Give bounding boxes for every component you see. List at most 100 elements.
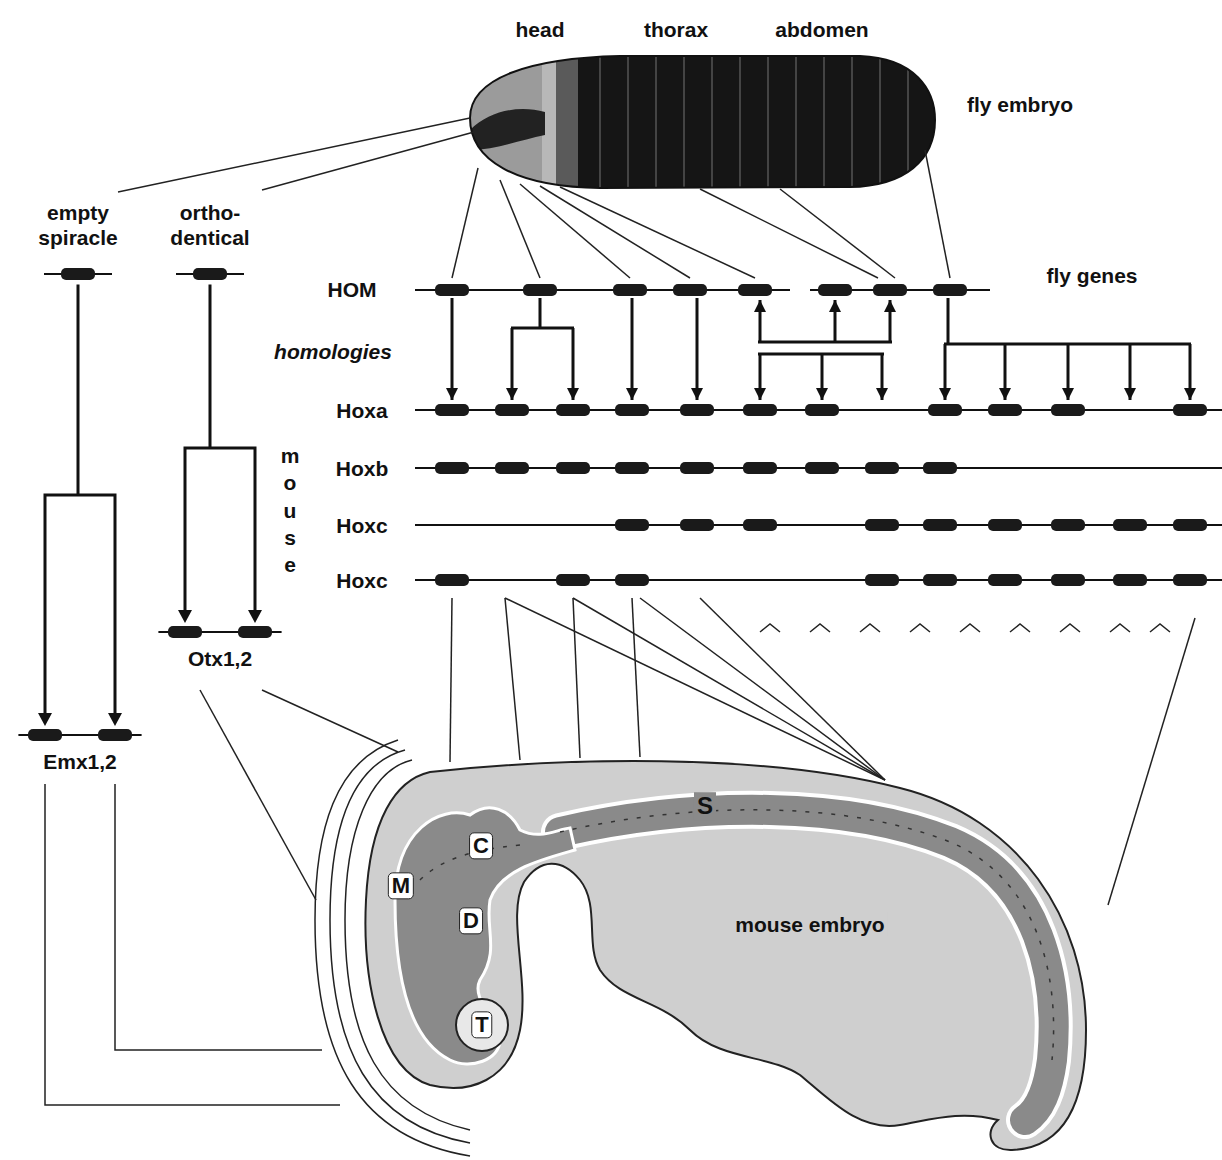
leader-lines	[118, 118, 950, 278]
leader-line	[780, 189, 895, 278]
text-label: HOM	[328, 278, 377, 302]
gene-bar	[680, 462, 714, 474]
gene-bar	[1113, 519, 1147, 531]
arrowhead	[178, 610, 192, 623]
gene-line	[415, 579, 1222, 581]
gene-bars	[152, 266, 268, 282]
gene-bar	[680, 519, 714, 531]
tick-marks	[760, 624, 1170, 632]
leader-line	[262, 132, 474, 190]
leader-line	[632, 598, 640, 757]
leader-line	[45, 784, 340, 1105]
homology-arrow	[821, 354, 824, 400]
neural-tube-border	[560, 810, 1054, 1120]
gene-bar	[865, 574, 899, 586]
leader-line	[540, 186, 690, 278]
gene-bar	[988, 519, 1022, 531]
leader-line	[505, 598, 520, 760]
gene-bar	[743, 404, 777, 416]
gene-bar	[613, 284, 647, 296]
fly-segments	[600, 50, 908, 195]
leader-line	[115, 784, 322, 1050]
region-letter: D	[459, 907, 483, 934]
gene-bar	[556, 574, 590, 586]
gene-bar	[435, 574, 469, 586]
neural-tube	[560, 810, 1054, 1120]
leader-line	[1108, 618, 1195, 905]
gene-bar	[873, 284, 907, 296]
homology-arrow	[1067, 344, 1070, 400]
gene-bars	[10, 727, 150, 743]
gene-bar	[865, 519, 899, 531]
leader-line	[450, 598, 452, 762]
homology-bracket	[511, 298, 574, 328]
eye	[456, 999, 508, 1051]
gene-bar	[435, 404, 469, 416]
gene-group: ortho- dentical	[152, 200, 268, 282]
gene-bar	[988, 574, 1022, 586]
gene-bar	[435, 462, 469, 474]
gene-bar	[523, 284, 557, 296]
text-label: abdomen	[775, 18, 868, 42]
gene-bar	[743, 462, 777, 474]
mouse-embryo	[365, 761, 1086, 1150]
leader-line	[500, 180, 540, 278]
leader-line	[200, 690, 316, 900]
leader-line	[925, 150, 950, 278]
homology-arrow	[572, 328, 575, 400]
gene-bar	[805, 404, 839, 416]
text-label: fly embryo	[967, 93, 1073, 117]
gene-bar	[865, 462, 899, 474]
text-label: thorax	[644, 18, 708, 42]
gene-bar	[923, 462, 957, 474]
gene-bar	[818, 284, 852, 296]
homology-bracket	[758, 342, 892, 354]
gene-bar	[988, 404, 1022, 416]
text-label: Hoxc	[336, 514, 387, 538]
gene-group: Emx1,2	[10, 727, 150, 774]
leader-lines	[450, 598, 1195, 905]
homology-arrow	[1129, 344, 1132, 400]
gene-bar	[923, 574, 957, 586]
leader-line	[640, 598, 885, 780]
text-label: Hoxa	[336, 399, 387, 423]
gene-bar	[1113, 574, 1147, 586]
fly-head-detail	[470, 109, 545, 150]
leader-line	[573, 598, 885, 780]
gene-name: Otx1,2	[150, 646, 290, 671]
gene-bar	[680, 404, 714, 416]
gene-bar	[556, 404, 590, 416]
homology-arrow	[631, 298, 634, 400]
homology-bracket	[944, 298, 1191, 344]
text-label: Hoxb	[336, 457, 389, 481]
homology-arrow	[511, 328, 514, 400]
gene-bar	[238, 626, 272, 638]
region-letter: C	[469, 832, 493, 859]
gene-bar	[28, 729, 62, 741]
mouse-body	[365, 761, 1086, 1150]
homology-arrow	[889, 300, 892, 342]
homology-arrow	[944, 344, 947, 400]
gene-bar	[923, 519, 957, 531]
gene-bar	[615, 574, 649, 586]
homology-arrow	[1004, 344, 1007, 400]
leader-line	[700, 598, 885, 780]
tube-dashes	[560, 810, 1054, 1060]
gene-bar	[615, 519, 649, 531]
arrowhead	[248, 610, 262, 623]
homology-arrow	[696, 298, 699, 400]
connector-line	[184, 284, 257, 611]
gene-bar	[673, 284, 707, 296]
gene-group: Otx1,2	[150, 624, 290, 671]
brain	[395, 808, 575, 1064]
head-contour	[315, 740, 470, 1156]
fly-outline	[470, 56, 935, 188]
leader-line	[573, 598, 580, 758]
gene-bar	[168, 626, 202, 638]
leader-line	[700, 189, 878, 278]
leader-line	[560, 187, 755, 278]
gene-bar	[435, 284, 469, 296]
connector-line	[44, 284, 117, 714]
